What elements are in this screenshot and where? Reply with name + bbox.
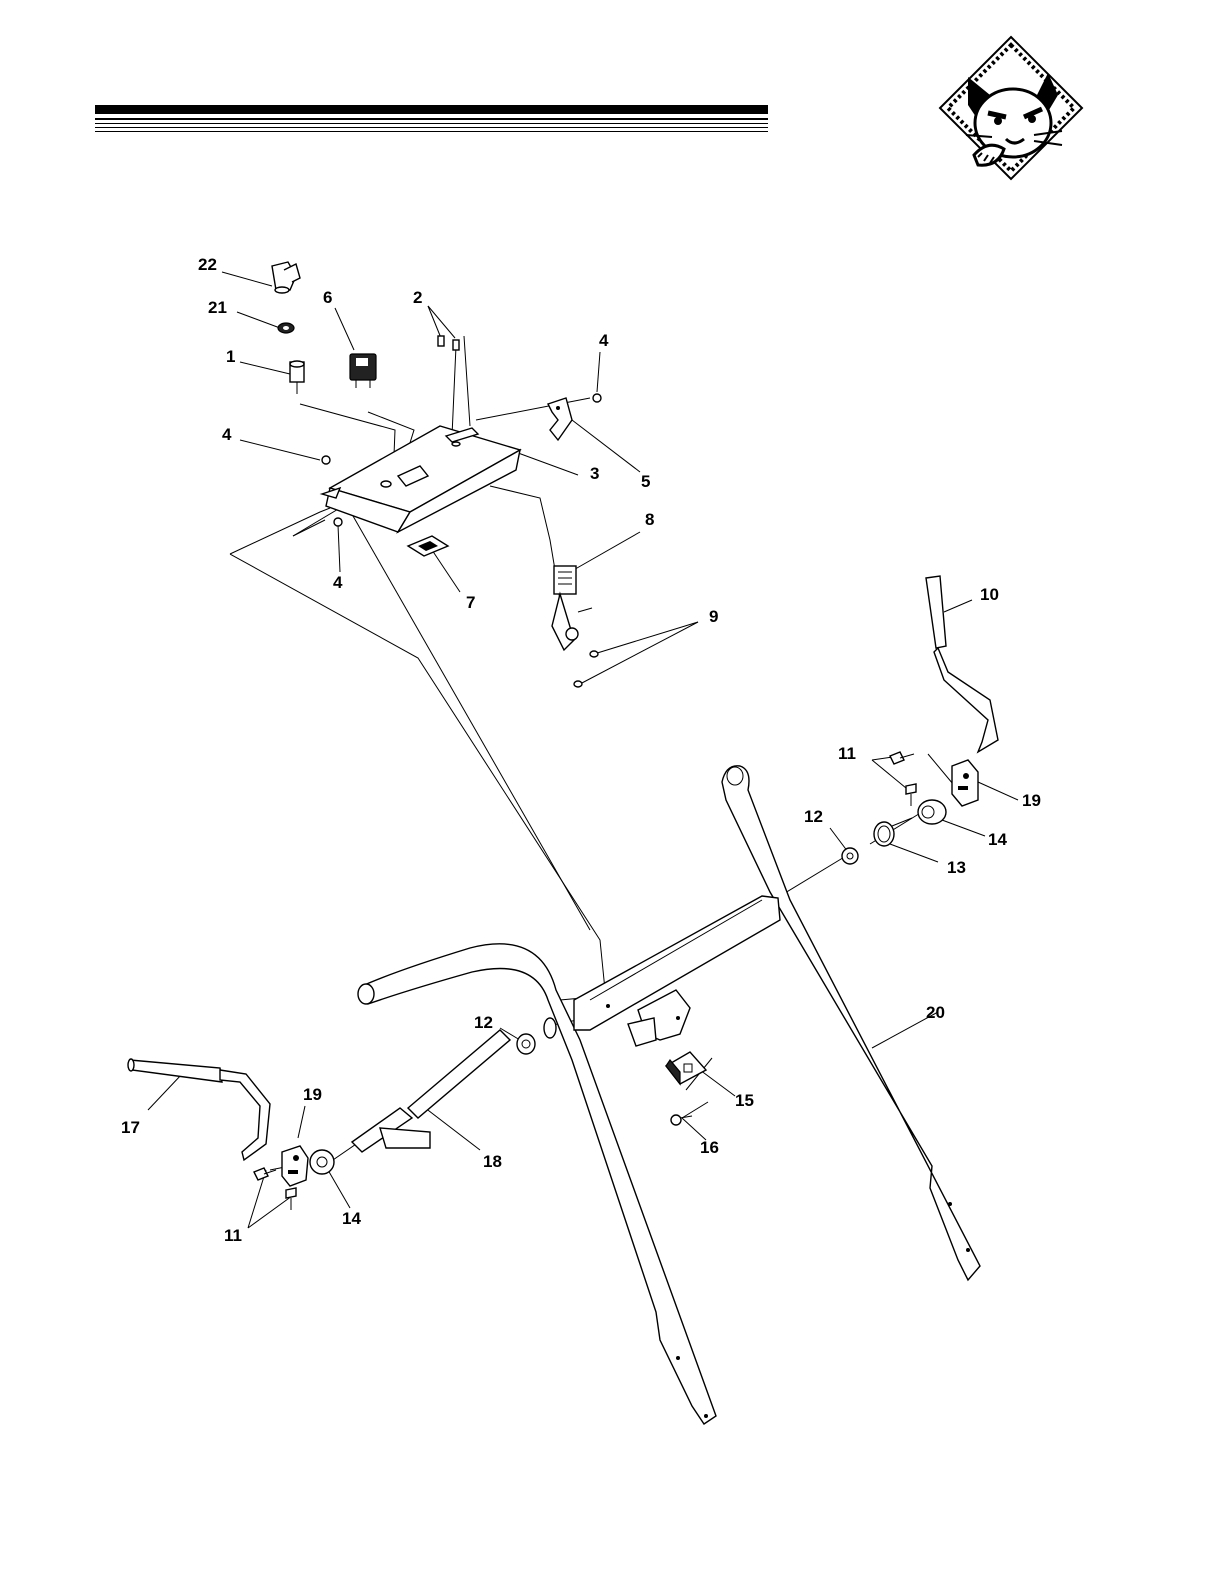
callout-3: 3	[590, 464, 599, 483]
callout-18: 18	[483, 1152, 502, 1171]
callout-2: 2	[413, 288, 422, 307]
callout-16: 16	[700, 1138, 719, 1157]
callout-8: 8	[645, 510, 654, 529]
callout-14-left: 14	[342, 1209, 361, 1228]
bracket-part	[548, 398, 572, 440]
callout-5: 5	[641, 472, 650, 491]
left-control-handle-part	[128, 1059, 270, 1160]
callout-12-right: 12	[804, 807, 823, 826]
ignition-switch-part	[290, 361, 304, 394]
right-clamp-part	[952, 760, 978, 806]
nut-part	[278, 323, 294, 333]
right-flange-bushing-part	[842, 848, 858, 864]
callout-21: 21	[208, 298, 227, 317]
rocker-switch-part	[350, 354, 376, 388]
callout-4-bottom: 4	[333, 573, 343, 592]
lock-nuts-part	[574, 651, 598, 687]
callout-4-left: 4	[222, 425, 232, 444]
callout-20: 20	[926, 1003, 945, 1022]
right-bolts-part	[890, 752, 916, 806]
callout-17: 17	[121, 1118, 140, 1137]
callout-1: 1	[226, 347, 235, 366]
callout-9: 9	[709, 607, 718, 626]
callout-4-top: 4	[599, 331, 609, 350]
callout-14-right: 14	[988, 830, 1007, 849]
callout-19-left: 19	[303, 1085, 322, 1104]
cable-guide-part	[666, 1052, 706, 1084]
guide-screw-part	[671, 1115, 692, 1125]
callout-19-right: 19	[1022, 791, 1041, 810]
callout-15: 15	[735, 1091, 754, 1110]
key-part	[272, 262, 300, 293]
callout-11-right: 11	[838, 744, 856, 763]
callout-11-left: 11	[224, 1226, 242, 1245]
gasket-part	[408, 536, 448, 556]
right-bushing-part	[918, 800, 946, 824]
screws-part	[438, 336, 459, 350]
left-bushing-part	[310, 1150, 334, 1174]
callout-6: 6	[323, 288, 332, 307]
left-clamp-part	[282, 1146, 308, 1186]
callout-22: 22	[198, 255, 217, 274]
control-panel-part	[322, 426, 520, 532]
callout-7: 7	[466, 593, 475, 612]
callout-10: 10	[980, 585, 999, 604]
shaft-part	[352, 1030, 510, 1152]
main-handle-frame-part	[358, 766, 980, 1424]
lever-part	[552, 566, 592, 650]
left-flange-bushing-part	[517, 1034, 535, 1054]
callout-13: 13	[947, 858, 966, 877]
callout-12-left: 12	[474, 1013, 493, 1032]
